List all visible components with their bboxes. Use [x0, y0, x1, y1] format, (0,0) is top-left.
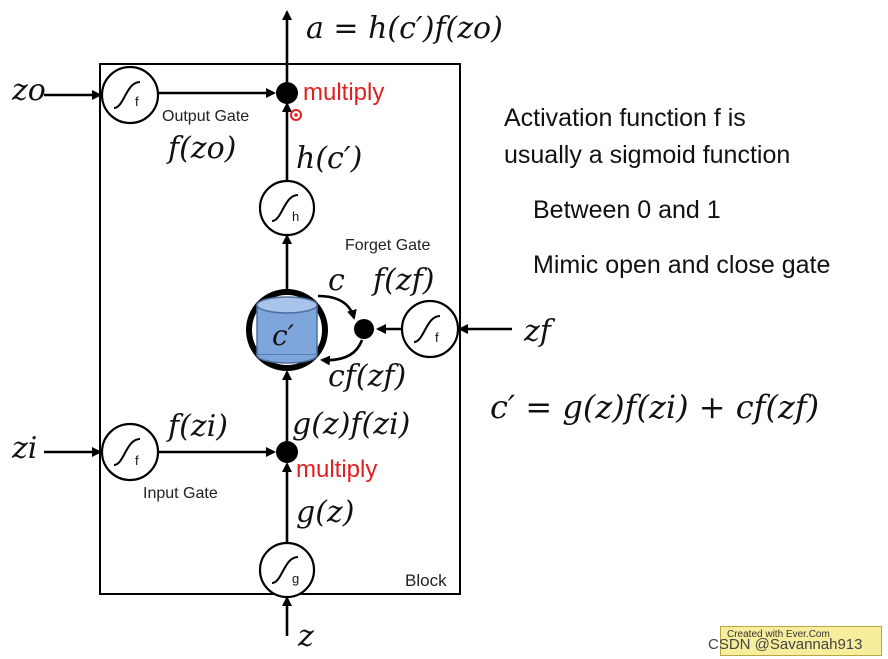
watermark-text: Created with Ever.Com: [727, 629, 830, 640]
input-gate-label: Input Gate: [143, 485, 218, 502]
zf-input-label: zf: [523, 314, 556, 349]
h-c-label: h(c′): [296, 141, 362, 176]
sigmoid-forget-curve-icon: [413, 315, 441, 343]
c-prime-label: c′: [272, 319, 295, 352]
g-z-label: g(z): [296, 495, 354, 530]
loop-arrow-to-cell: [320, 339, 364, 366]
output-gate-label: Output Gate: [162, 108, 249, 125]
sigmoid-g-sub: g: [292, 571, 299, 586]
cell-equation: c′ = g(z)f(zi) + cf(zf): [490, 388, 819, 426]
sigmoid-output-gate: [100, 65, 160, 125]
multiply-node-forget: [354, 319, 374, 339]
watermark-badge: Created with Ever.Com: [720, 626, 882, 656]
multiply-node-top: [276, 82, 298, 104]
sigmoid-h: [258, 179, 316, 237]
sigmoid-g-curve-icon: [271, 556, 299, 584]
sigmoid-h-curve-icon: [271, 194, 299, 222]
f-zo-label: f(zo): [166, 131, 236, 166]
cursor-dot: [294, 113, 298, 117]
sigmoid-forget-gate: [400, 299, 460, 359]
sigmoid-forget-sub: f: [435, 330, 439, 345]
block-label: Block: [405, 571, 447, 590]
sigmoid-input-gate: [100, 422, 160, 482]
sigmoid-output-sub: f: [135, 94, 139, 109]
sigmoid-g: [258, 541, 316, 599]
gz-fzi-label: g(z)f(zi): [292, 407, 410, 442]
cf-zf-label: cf(zf): [328, 359, 406, 394]
multiply-node-bottom: [276, 441, 298, 463]
note-line-4: Mimic open and close gate: [533, 251, 830, 279]
sigmoid-input-sub: f: [135, 453, 139, 468]
output-formula: a = h(c′)f(zo): [306, 11, 503, 46]
sigmoid-curve-icon: [113, 81, 141, 109]
sigmoid-input-curve-icon: [113, 438, 141, 466]
cursor-marker: [290, 109, 302, 121]
z-input-label: z: [297, 619, 314, 654]
multiply-label-top: multiply: [303, 79, 384, 106]
f-zi-label: f(zi): [166, 409, 228, 444]
memory-cell-cylinder: [256, 296, 318, 364]
credit-text: CSDN @Savannah913: [708, 636, 863, 653]
sigmoid-h-sub: h: [292, 209, 299, 224]
note-line-3: Between 0 and 1: [533, 196, 721, 224]
f-zf-label: f(zf): [371, 263, 434, 298]
loop-arrow-to-mult: [317, 294, 357, 320]
zi-input-label: zi: [11, 431, 37, 466]
multiply-label-bottom: multiply: [296, 456, 377, 483]
note-line-2: usually a sigmoid function: [504, 141, 790, 169]
zo-input-label: zo: [11, 73, 46, 108]
forget-gate-label: Forget Gate: [345, 237, 430, 254]
note-line-1: Activation function f is: [504, 104, 746, 132]
c-var-label: c: [328, 263, 345, 298]
